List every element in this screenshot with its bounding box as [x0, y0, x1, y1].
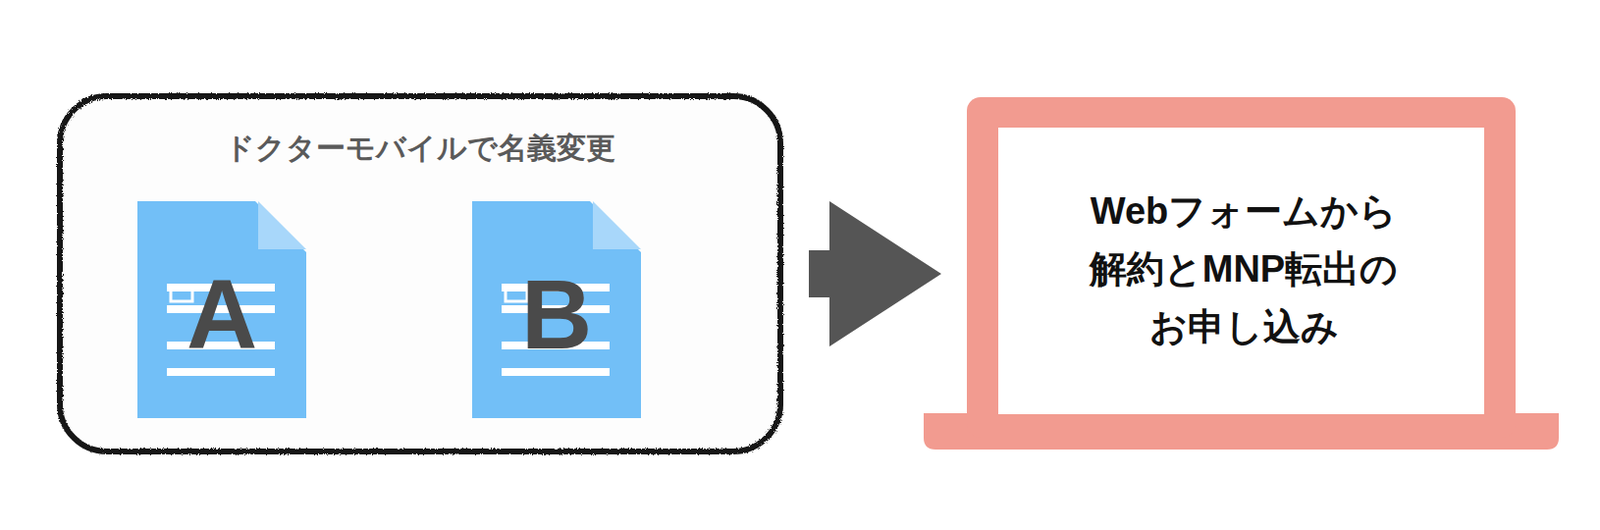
- document-fold: [592, 201, 641, 250]
- block-arrow: [808, 201, 942, 347]
- laptop-screen: Webフォームから 解約とMNP転出の お申し込み: [966, 97, 1516, 434]
- screen-display: [998, 127, 1485, 415]
- document-letter: A: [137, 265, 307, 364]
- document-letter: B: [472, 265, 641, 364]
- document-icon: B: [472, 201, 641, 419]
- group-title: ドクターモバイルで名義変更: [56, 130, 784, 166]
- document-line: [166, 368, 275, 376]
- document-icon: A: [137, 201, 307, 419]
- document-page: [137, 201, 307, 419]
- document-page: [472, 201, 641, 419]
- document-fold: [258, 201, 307, 250]
- document-line: [501, 368, 610, 376]
- screen-bezel: [966, 97, 1516, 438]
- group-box: ドクターモバイルで名義変更 A B: [56, 93, 784, 455]
- screen-label: Webフォームから 解約とMNP転出の お申し込み: [1066, 182, 1421, 357]
